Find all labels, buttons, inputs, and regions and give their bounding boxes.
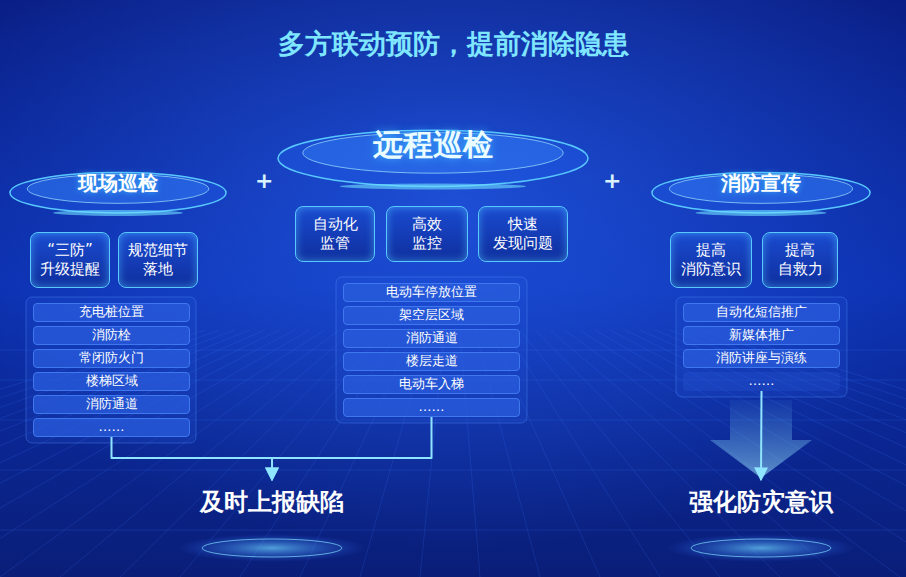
list-item: 楼梯区域 (33, 372, 190, 391)
node-text: 及时上报缺陷 (200, 489, 344, 517)
list-item: 新媒体推广 (683, 326, 840, 345)
list-panel (676, 297, 847, 397)
list-item: 消防栓 (33, 326, 190, 345)
feature-box: 自动化 监管 (295, 206, 375, 262)
wide-arrow (710, 400, 812, 478)
node-text: 提高 消防意识 (681, 241, 741, 280)
node-text: 快速 发现问题 (493, 215, 553, 254)
node-text: 消防宣传 (721, 172, 801, 195)
node-text: 自动化短信推广 (716, 305, 807, 320)
list-item: 消防通道 (33, 395, 190, 414)
disc-glow (696, 210, 827, 216)
node-text: 常闭防火门 (79, 351, 144, 366)
list-panel (26, 297, 196, 443)
feature-box: 高效 监控 (386, 206, 468, 262)
node-text: 架空层区域 (399, 308, 464, 323)
list-item: 消防通道 (343, 329, 520, 348)
node-text: 楼梯区域 (86, 374, 138, 389)
node-text: 楼层走道 (406, 354, 458, 369)
platform-disc: 远程巡检 (278, 110, 588, 188)
disc-glow (340, 183, 526, 189)
list-item: 架空层区域 (343, 306, 520, 325)
list-item: 自动化短信推广 (683, 303, 840, 322)
list-item: …… (343, 398, 520, 417)
list-item: 电动车入梯 (343, 375, 520, 394)
feature-box: “三防” 升级提醒 (30, 232, 110, 288)
node-text: 充电桩位置 (79, 305, 144, 320)
result-text: 强化防灾意识 (661, 480, 861, 526)
list-item: …… (33, 418, 190, 437)
plus-sign: + (255, 168, 273, 193)
pedestal-ring (202, 539, 342, 557)
node-text: 现场巡检 (78, 172, 158, 195)
flow-connector (760, 391, 763, 480)
flow-connector (112, 437, 273, 480)
disc-glow (53, 210, 183, 216)
node-text: 消防通道 (406, 331, 458, 346)
feature-box: 规范细节 落地 (118, 232, 198, 288)
node-text: 提高 自救力 (778, 241, 823, 280)
node-text: …… (419, 400, 445, 415)
node-text: “三防” 升级提醒 (40, 241, 100, 280)
list-panel (336, 277, 527, 423)
list-item: 消防讲座与演练 (683, 349, 840, 368)
node-text: 电动车入梯 (399, 377, 464, 392)
node-text: 电动车停放位置 (386, 285, 477, 300)
node-text: 高效 监控 (412, 215, 442, 254)
list-item: 楼层走道 (343, 352, 520, 371)
platform-disc: 现场巡检 (10, 158, 226, 214)
node-text: 规范细节 落地 (128, 241, 188, 280)
feature-box: 提高 自救力 (762, 232, 838, 288)
node-text: 消防通道 (86, 397, 138, 412)
flow-connector (272, 417, 432, 480)
plus-sign: + (603, 168, 621, 193)
pedestal (666, 534, 856, 562)
node-text: 消防栓 (92, 328, 131, 343)
node-text: 远程巡检 (373, 128, 493, 163)
list-item: …… (683, 372, 840, 391)
list-item: 电动车停放位置 (343, 283, 520, 302)
floor-grid (0, 330, 906, 577)
feature-box: 提高 消防意识 (670, 232, 752, 288)
node-text: …… (99, 420, 125, 435)
node-text: 新媒体推广 (729, 328, 794, 343)
node-text: …… (749, 374, 775, 389)
list-item: 常闭防火门 (33, 349, 190, 368)
node-text: 强化防灾意识 (689, 489, 833, 517)
node-text: 自动化 监管 (313, 215, 358, 254)
title: 多方联动预防，提前消除隐患 (0, 26, 906, 62)
platform-disc: 消防宣传 (652, 158, 870, 214)
node-text: 消防讲座与演练 (716, 351, 807, 366)
result-text: 及时上报缺陷 (172, 480, 372, 526)
feature-box: 快速 发现问题 (478, 206, 568, 262)
pedestal (177, 534, 367, 562)
list-item: 充电桩位置 (33, 303, 190, 322)
pedestal-ring (691, 539, 831, 557)
